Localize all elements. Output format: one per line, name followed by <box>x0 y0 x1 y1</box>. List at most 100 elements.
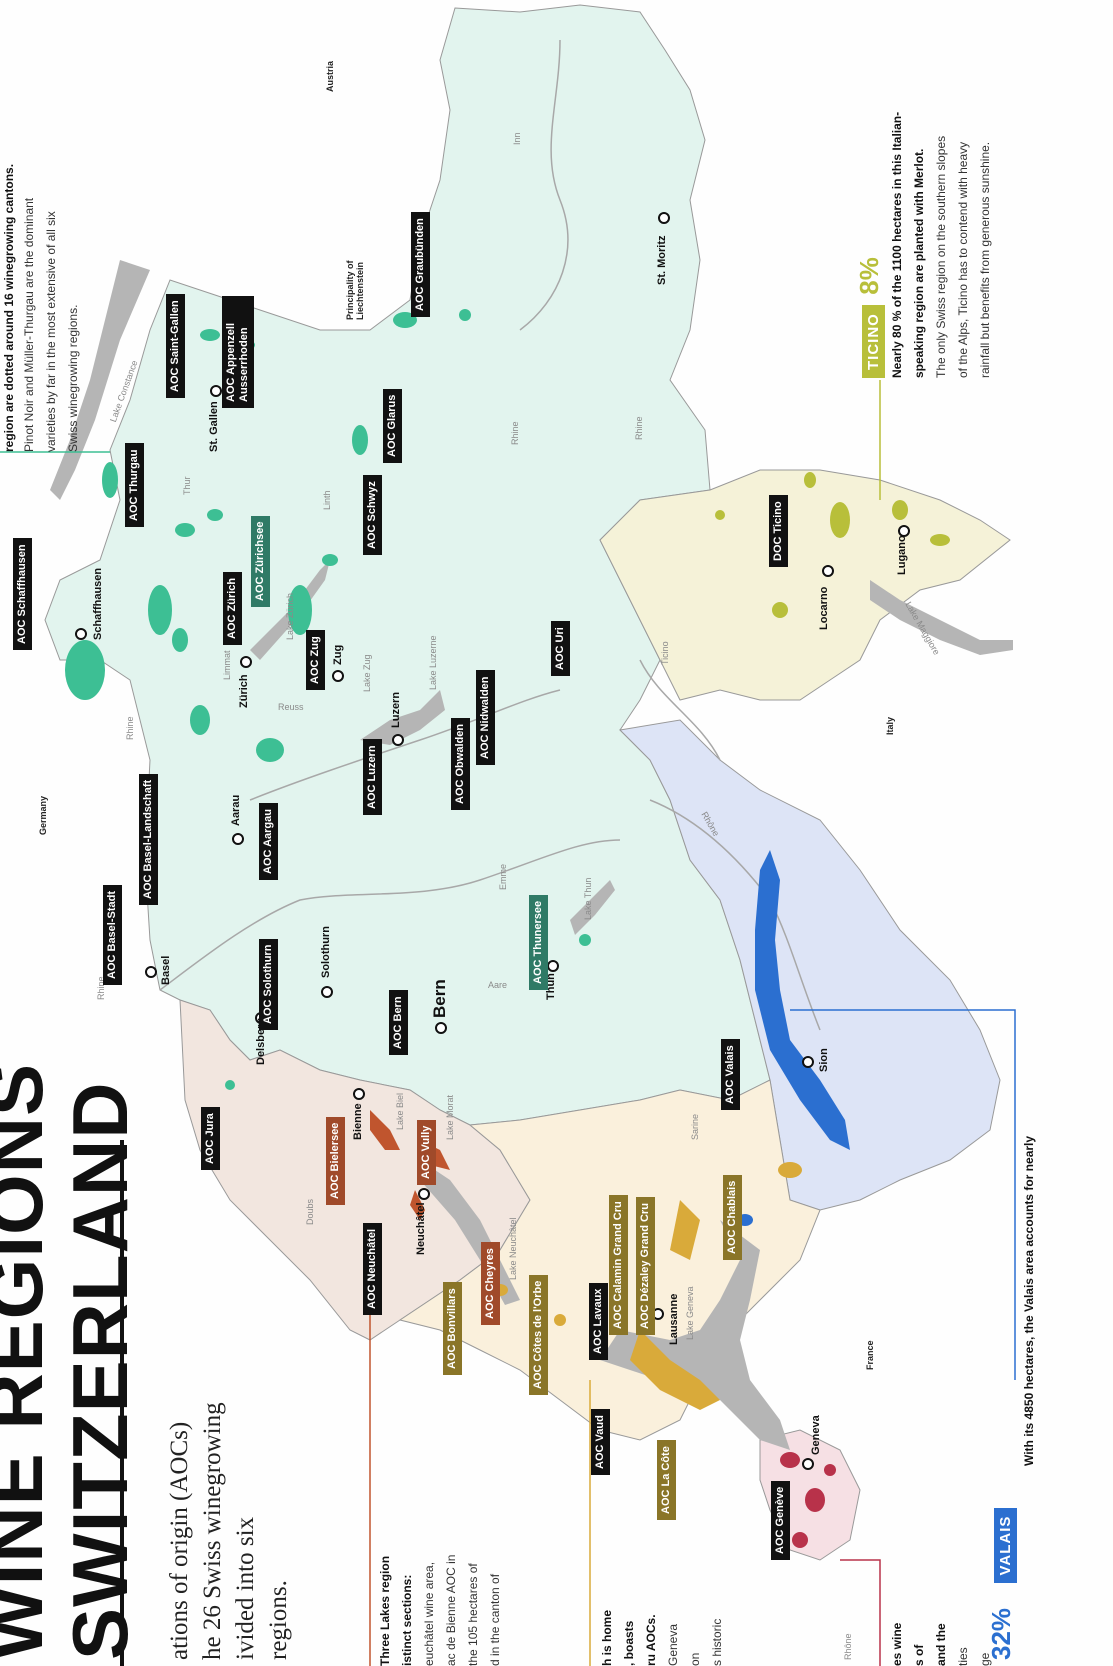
aoc-graubunden-tag[interactable]: AOC Graubünden <box>410 212 430 317</box>
water-aare: Aare <box>488 980 508 990</box>
ticino-line-3: rainfall but benefits from generous suns… <box>978 141 992 378</box>
valais-header: 32% VALAIS <box>986 1507 1017 1660</box>
aoc-zurichsee-label: AOC Zürichsee <box>251 515 270 607</box>
water-sarine: Sarine <box>690 1113 700 1140</box>
vineyards-german <box>65 309 591 1090</box>
vaud-text-4: Geneva <box>666 1623 680 1666</box>
aoc-nidwalden-tag[interactable]: AOC Nidwalden <box>475 670 495 765</box>
city-label-sion: Sion <box>818 1048 830 1072</box>
aoc-geneve-tag[interactable]: AOC Genève <box>770 1480 790 1560</box>
german-text-line-1: Pinot Noir and Müller-Thurgau are the do… <box>22 197 36 452</box>
aoc-cheyres-tag[interactable]: AOC Cheyres <box>480 1242 500 1325</box>
title-line1: WINE REGIONS <box>0 1062 59 1660</box>
aoc-zurich-tag[interactable]: AOC Zürich <box>222 571 242 645</box>
aoc-vully-label: AOC Vully <box>417 1119 436 1185</box>
aoc-glarus-tag[interactable]: AOC Glarus <box>382 388 402 463</box>
aoc-obwalden-tag[interactable]: AOC Obwalden <box>450 717 470 810</box>
aoc-zug-tag[interactable]: AOC Zug <box>305 630 325 690</box>
three-lakes-text-6: d in the canton of <box>488 1573 502 1666</box>
geneva-text-5: ge <box>978 1652 992 1666</box>
water-rhine-graubunden: Rhine <box>510 421 520 445</box>
aoc-lavaux-label: AOC Lavaux <box>589 1282 608 1360</box>
aoc-chablais-label: AOC Chablais <box>723 1174 742 1260</box>
city-label-basel: Basel <box>160 955 172 985</box>
aoc-aargau-tag[interactable]: AOC Aargau <box>258 803 278 880</box>
aoc-neuchatel-label: AOC Neuchâtel <box>363 1222 382 1315</box>
geneva-text-4: ties <box>956 1647 970 1666</box>
aoc-cotes-de-lorbe-tag[interactable]: AOC Côtes de l'Orbe <box>528 1274 548 1395</box>
city-label-zurich: Zürich <box>238 674 250 708</box>
country-germany: Germany <box>38 795 48 835</box>
aoc-schaffhausen-tag[interactable]: AOC Schaffhausen <box>12 538 32 650</box>
title-line2: SWITZERLAND <box>56 1081 144 1660</box>
vaud-text-2: , boasts <box>622 1620 636 1666</box>
aoc-bielersee-tag[interactable]: AOC Bielersee <box>325 1116 345 1205</box>
aoc-basel-landschaft-tag[interactable]: AOC Basel-Landschaft <box>138 773 158 905</box>
city-label-bern: Bern <box>430 979 449 1018</box>
aoc-la-cote-tag[interactable]: AOC La Côte <box>656 1440 676 1520</box>
three-lakes-text-4: ac de Bienne AOC in <box>444 1554 458 1666</box>
water-ticino: Ticino <box>660 641 670 665</box>
aoc-calamin-tag[interactable]: AOC Calamin Grand Cru <box>608 1195 628 1335</box>
vineyards-vaud <box>492 1162 802 1410</box>
aoc-basel-stadt-tag[interactable]: AOC Basel-Stadt <box>102 884 122 985</box>
three-lakes-text-3: euchâtel wine area, <box>422 1561 436 1666</box>
doc-ticino-label: DOC Ticino <box>769 495 788 567</box>
aoc-saint-gallen-tag[interactable]: AOC Saint-Gallen <box>165 294 185 398</box>
aoc-zurichsee-tag[interactable]: AOC Zürichsee <box>250 515 270 607</box>
aoc-luzern-tag[interactable]: AOC Luzern <box>362 739 382 815</box>
aoc-cheyres-label: AOC Cheyres <box>481 1242 500 1325</box>
aoc-schwyz-tag[interactable]: AOC Schwyz <box>362 475 382 555</box>
city-dot-bienne <box>353 1088 365 1100</box>
water-lake-biel: Lake Biel <box>395 1092 405 1130</box>
city-dot-zurich <box>240 656 252 668</box>
aoc-bern-label: AOC Bern <box>389 990 408 1055</box>
aoc-valais-tag[interactable]: AOC Valais <box>720 1039 740 1110</box>
aoc-vaud-tag[interactable]: AOC Vaud <box>590 1409 610 1475</box>
aoc-la-cote-label: AOC La Côte <box>657 1440 676 1520</box>
ticino-label: TICINO <box>862 305 885 378</box>
aoc-glarus-label: AOC Glarus <box>383 388 402 463</box>
aoc-uri-label: AOC Uri <box>551 621 570 676</box>
vineyards-geneva <box>780 1452 836 1548</box>
lake-maggiore <box>870 580 1013 655</box>
ticino-line-2: of the Alps, Ticino has to contend with … <box>956 141 970 378</box>
aoc-appenzell-tag[interactable]: AOC Appenzell Ausserrhoden <box>222 296 254 408</box>
doc-ticino-tag[interactable]: DOC Ticino <box>768 495 788 567</box>
aoc-chablais-tag[interactable]: AOC Chablais <box>722 1174 742 1260</box>
valais-label: VALAIS <box>994 1507 1017 1584</box>
aoc-valais-label: AOC Valais <box>721 1039 740 1110</box>
aoc-zurich-label: AOC Zürich <box>223 571 242 645</box>
water-doubs: Doubs <box>305 1198 315 1225</box>
aoc-graubunden-label: AOC Graubünden <box>411 212 430 317</box>
country-austria: Austria <box>325 60 335 92</box>
aoc-uri-tag[interactable]: AOC Uri <box>550 621 570 676</box>
city-label-bienne: Bienne <box>352 1103 364 1140</box>
city-dot-zug <box>332 670 344 682</box>
aoc-dezaley-tag[interactable]: AOC Dézaley Grand Cru <box>635 1197 655 1335</box>
aoc-solothurn-tag[interactable]: AOC Solothurn <box>258 938 278 1030</box>
aoc-vully-tag[interactable]: AOC Vully <box>416 1119 436 1185</box>
aoc-bern-tag[interactable]: AOC Bern <box>388 990 408 1055</box>
aoc-neuchatel-tag[interactable]: AOC Neuchâtel <box>362 1222 382 1315</box>
three-lakes-text-1: Three Lakes region <box>378 1555 392 1666</box>
valais-bold-1: With its 4850 hectares, the Valais area … <box>1022 1135 1036 1466</box>
aoc-bonvillars-tag[interactable]: AOC Bonvillars <box>442 1282 462 1375</box>
aoc-thunersee-tag[interactable]: AOC Thunersee <box>528 894 548 990</box>
aoc-jura-tag[interactable]: AOC Jura <box>200 1107 220 1170</box>
city-dot-sion <box>802 1056 814 1068</box>
geneva-text-3: and the <box>934 1623 948 1666</box>
city-dot-st-moritz <box>658 212 670 224</box>
city-label-lausanne: Lausanne <box>668 1293 680 1345</box>
vaud-text-3: ru AOCs. <box>644 1614 658 1666</box>
intro-line-3: ivided into six <box>232 1516 259 1660</box>
aoc-jura-label: AOC Jura <box>201 1107 220 1170</box>
water-rhine-north: Rhine <box>125 716 135 740</box>
aoc-schwyz-label: AOC Schwyz <box>363 475 382 555</box>
country-france: France <box>865 1340 875 1370</box>
aoc-appenzell-label: AOC Appenzell Ausserrhoden <box>222 296 254 408</box>
vaud-text-1: h is home <box>600 1609 614 1666</box>
aoc-thunersee-label: AOC Thunersee <box>529 894 548 990</box>
aoc-lavaux-tag[interactable]: AOC Lavaux <box>588 1282 608 1360</box>
aoc-thurgau-tag[interactable]: AOC Thurgau <box>124 443 144 527</box>
